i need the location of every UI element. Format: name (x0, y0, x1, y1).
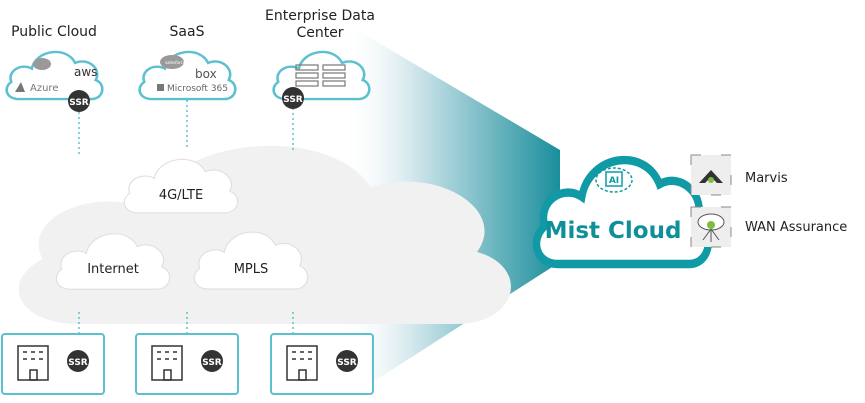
salesforce-icon (160, 55, 184, 69)
internet-label: Internet (87, 262, 139, 277)
ssr-badge: SSR (282, 87, 304, 109)
datacenter-title-1: Enterprise Data (265, 8, 375, 24)
branch-site: SSR (135, 333, 239, 395)
svg-text:SSR: SSR (283, 95, 303, 105)
branch-site: SSR (1, 333, 105, 395)
azure-logo: Azure (30, 83, 58, 94)
google-cloud-icon (33, 58, 51, 70)
box-logo: box (195, 67, 217, 81)
wan-assurance-label: WAN Assurance (745, 220, 847, 235)
ai-brain-icon: AI (595, 167, 633, 193)
datacenter-title-2: Center (296, 25, 343, 41)
svg-text:SSR: SSR (68, 358, 88, 368)
ssr-badge: SSR (67, 350, 89, 372)
building-icon (151, 345, 183, 381)
microsoft-icon (157, 84, 164, 91)
aws-logo: aws (74, 65, 97, 79)
svg-text:SSR: SSR (202, 358, 222, 368)
microsoft-365-logo: Microsoft 365 (167, 84, 228, 94)
mpls-label: MPLS (234, 262, 269, 277)
saas-title: SaaS (170, 24, 205, 40)
mist-cloud-title: Mist Cloud (545, 218, 682, 244)
azure-icon (15, 82, 25, 92)
svg-text:AI: AI (609, 176, 619, 186)
marvis-label: Marvis (745, 171, 788, 186)
marvis-icon[interactable] (690, 154, 732, 196)
svg-text:SSR: SSR (337, 358, 357, 368)
salesforce-logo: salesforce (165, 60, 186, 65)
connector-lines (78, 100, 294, 334)
ssr-badge: SSR (68, 90, 90, 112)
wan-assurance-icon[interactable] (690, 206, 732, 248)
svg-text:SSR: SSR (69, 98, 89, 108)
building-icon (286, 345, 318, 381)
lte-label: 4G/LTE (159, 188, 203, 203)
server-rack-icon (295, 64, 346, 87)
building-icon (17, 345, 49, 381)
ssr-badge: SSR (201, 350, 223, 372)
branch-site: SSR (270, 333, 374, 395)
ssr-badge: SSR (336, 350, 358, 372)
public-cloud-title: Public Cloud (11, 24, 97, 40)
